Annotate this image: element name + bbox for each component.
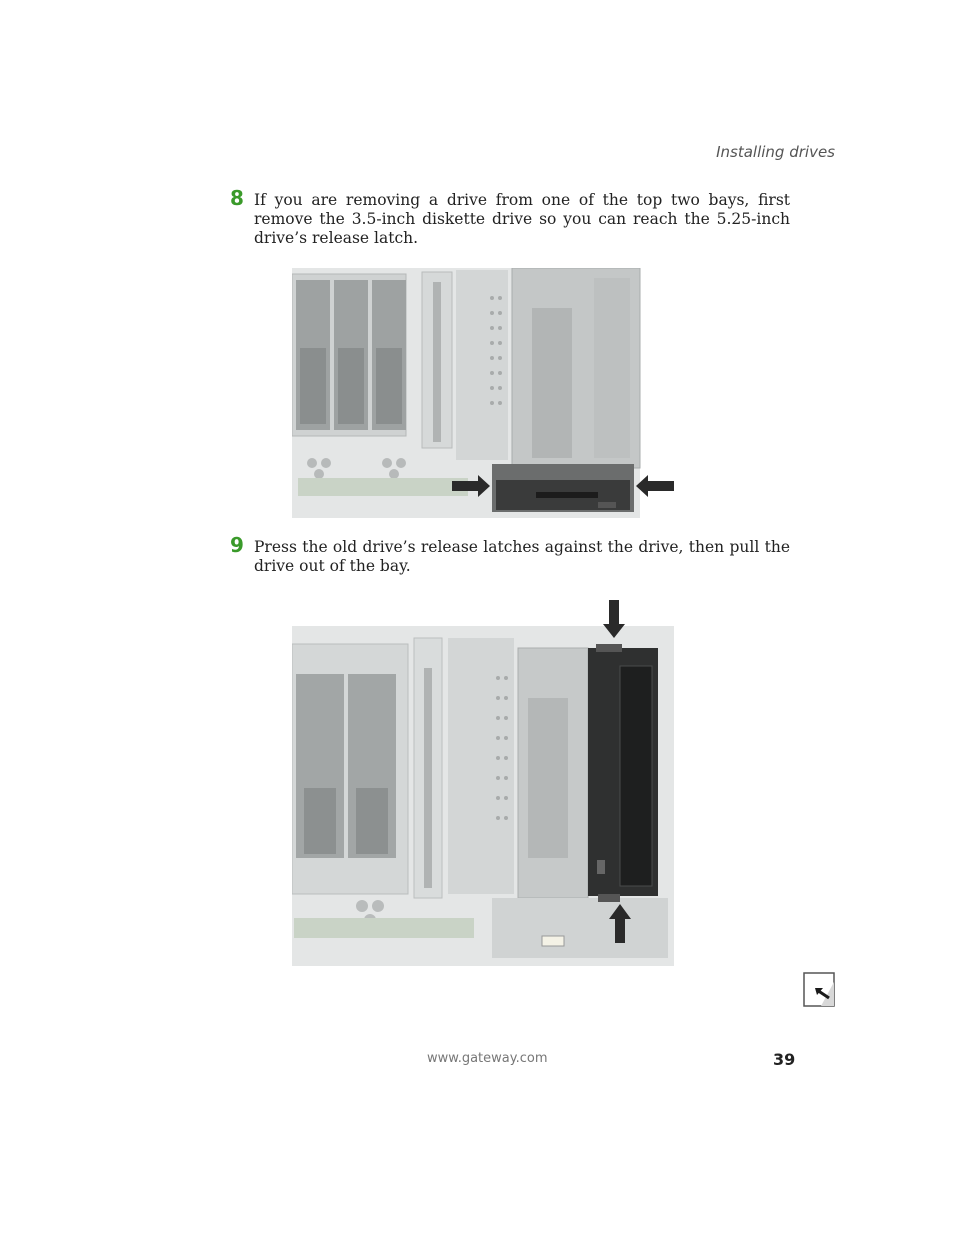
- running-header: Installing drives: [716, 143, 835, 161]
- arrow-icon: [609, 904, 631, 943]
- arrow-icon: [636, 475, 674, 497]
- step-number: 9: [230, 533, 244, 557]
- step-9: 9 Press the old drive’s release latches …: [230, 533, 790, 576]
- arrow-icon: [452, 475, 490, 497]
- optical-drive-photo: [292, 600, 674, 966]
- footer-url[interactable]: www.gateway.com: [427, 1051, 548, 1066]
- step-text: Press the old drive’s release latches ag…: [254, 538, 790, 575]
- page-turn-icon[interactable]: [803, 972, 837, 1008]
- page-number: 39: [773, 1050, 796, 1069]
- arrow-icon: [603, 600, 625, 638]
- step-number: 8: [230, 186, 244, 210]
- diskette-drive-photo: [292, 268, 674, 518]
- step-text: If you are removing a drive from one of …: [254, 191, 790, 247]
- step-8: 8 If you are removing a drive from one o…: [230, 186, 790, 248]
